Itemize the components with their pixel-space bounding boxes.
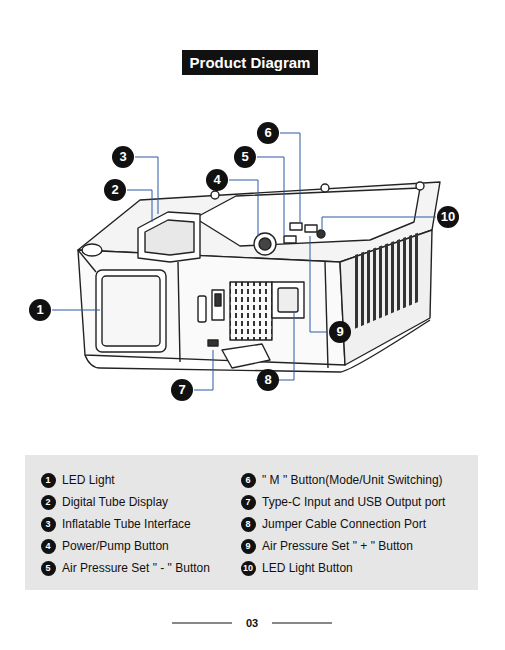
legend-number: 4	[41, 539, 56, 554]
part-name: Air Pressure Set " - " Button	[62, 561, 210, 575]
callout-number: 6	[257, 122, 279, 144]
callout-number: 4	[206, 169, 228, 191]
legend-panel	[25, 455, 478, 590]
callout-number: 3	[112, 146, 134, 168]
part-name: Type-C Input and USB Output port	[262, 495, 445, 509]
rule	[272, 623, 332, 624]
legend-number: 6	[241, 473, 256, 488]
part-name: LED Light Button	[262, 561, 353, 575]
callout-number: 8	[257, 369, 279, 391]
callout-number: 5	[234, 146, 256, 168]
jump-starter	[78, 182, 440, 372]
part-name: Power/Pump Button	[62, 539, 169, 553]
legend-number: 2	[41, 495, 56, 510]
legend-number: 7	[241, 495, 256, 510]
legend-number: 5	[41, 561, 56, 576]
legend-number: 3	[41, 517, 56, 532]
callout-number: 10	[437, 206, 459, 228]
legend-number: 10	[241, 561, 256, 576]
part-name: Digital Tube Display	[62, 495, 168, 509]
callout-number: 9	[329, 321, 351, 343]
leader-lines	[52, 133, 436, 390]
legend-number: 1	[41, 473, 56, 488]
callout-number: 7	[171, 379, 193, 401]
legend-number: 9	[241, 539, 256, 554]
part-name: Inflatable Tube Interface	[62, 517, 191, 531]
callout-number: 2	[104, 179, 126, 201]
part-name: LED Light	[62, 473, 115, 487]
rule	[172, 623, 232, 624]
part-name: Jumper Cable Connection Port	[262, 517, 426, 531]
part-name: Air Pressure Set " + " Button	[262, 539, 413, 553]
page-number: 03	[246, 617, 258, 629]
title-box: Product Diagram	[182, 50, 319, 75]
legend-number: 8	[241, 517, 256, 532]
callout-number: 1	[29, 299, 51, 321]
part-name: " M " Button(Mode/Unit Switching)	[262, 473, 443, 487]
